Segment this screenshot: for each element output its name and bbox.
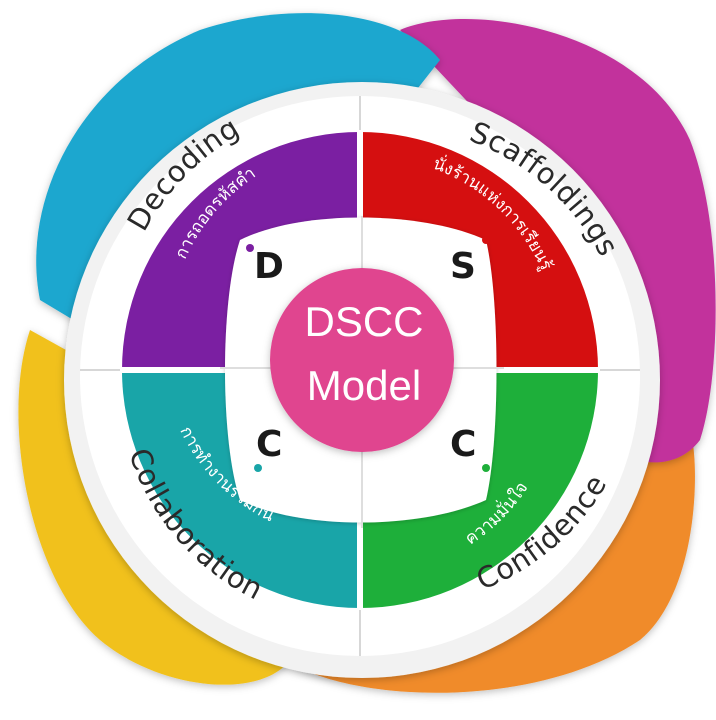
- letter-d: D: [254, 246, 284, 287]
- letter-s-dot: [482, 236, 490, 244]
- letter-c-collaboration: C: [256, 424, 282, 465]
- letter-s: S: [450, 246, 476, 287]
- letter-c-confidence-dot: [482, 464, 490, 472]
- letter-c-collaboration-dot: [254, 464, 262, 472]
- center-title-line2: Model: [307, 362, 421, 409]
- center-circle: [270, 268, 454, 452]
- center-title-line1: DSCC: [304, 298, 423, 345]
- letter-d-dot: [246, 244, 254, 252]
- letter-c-confidence: C: [450, 424, 476, 465]
